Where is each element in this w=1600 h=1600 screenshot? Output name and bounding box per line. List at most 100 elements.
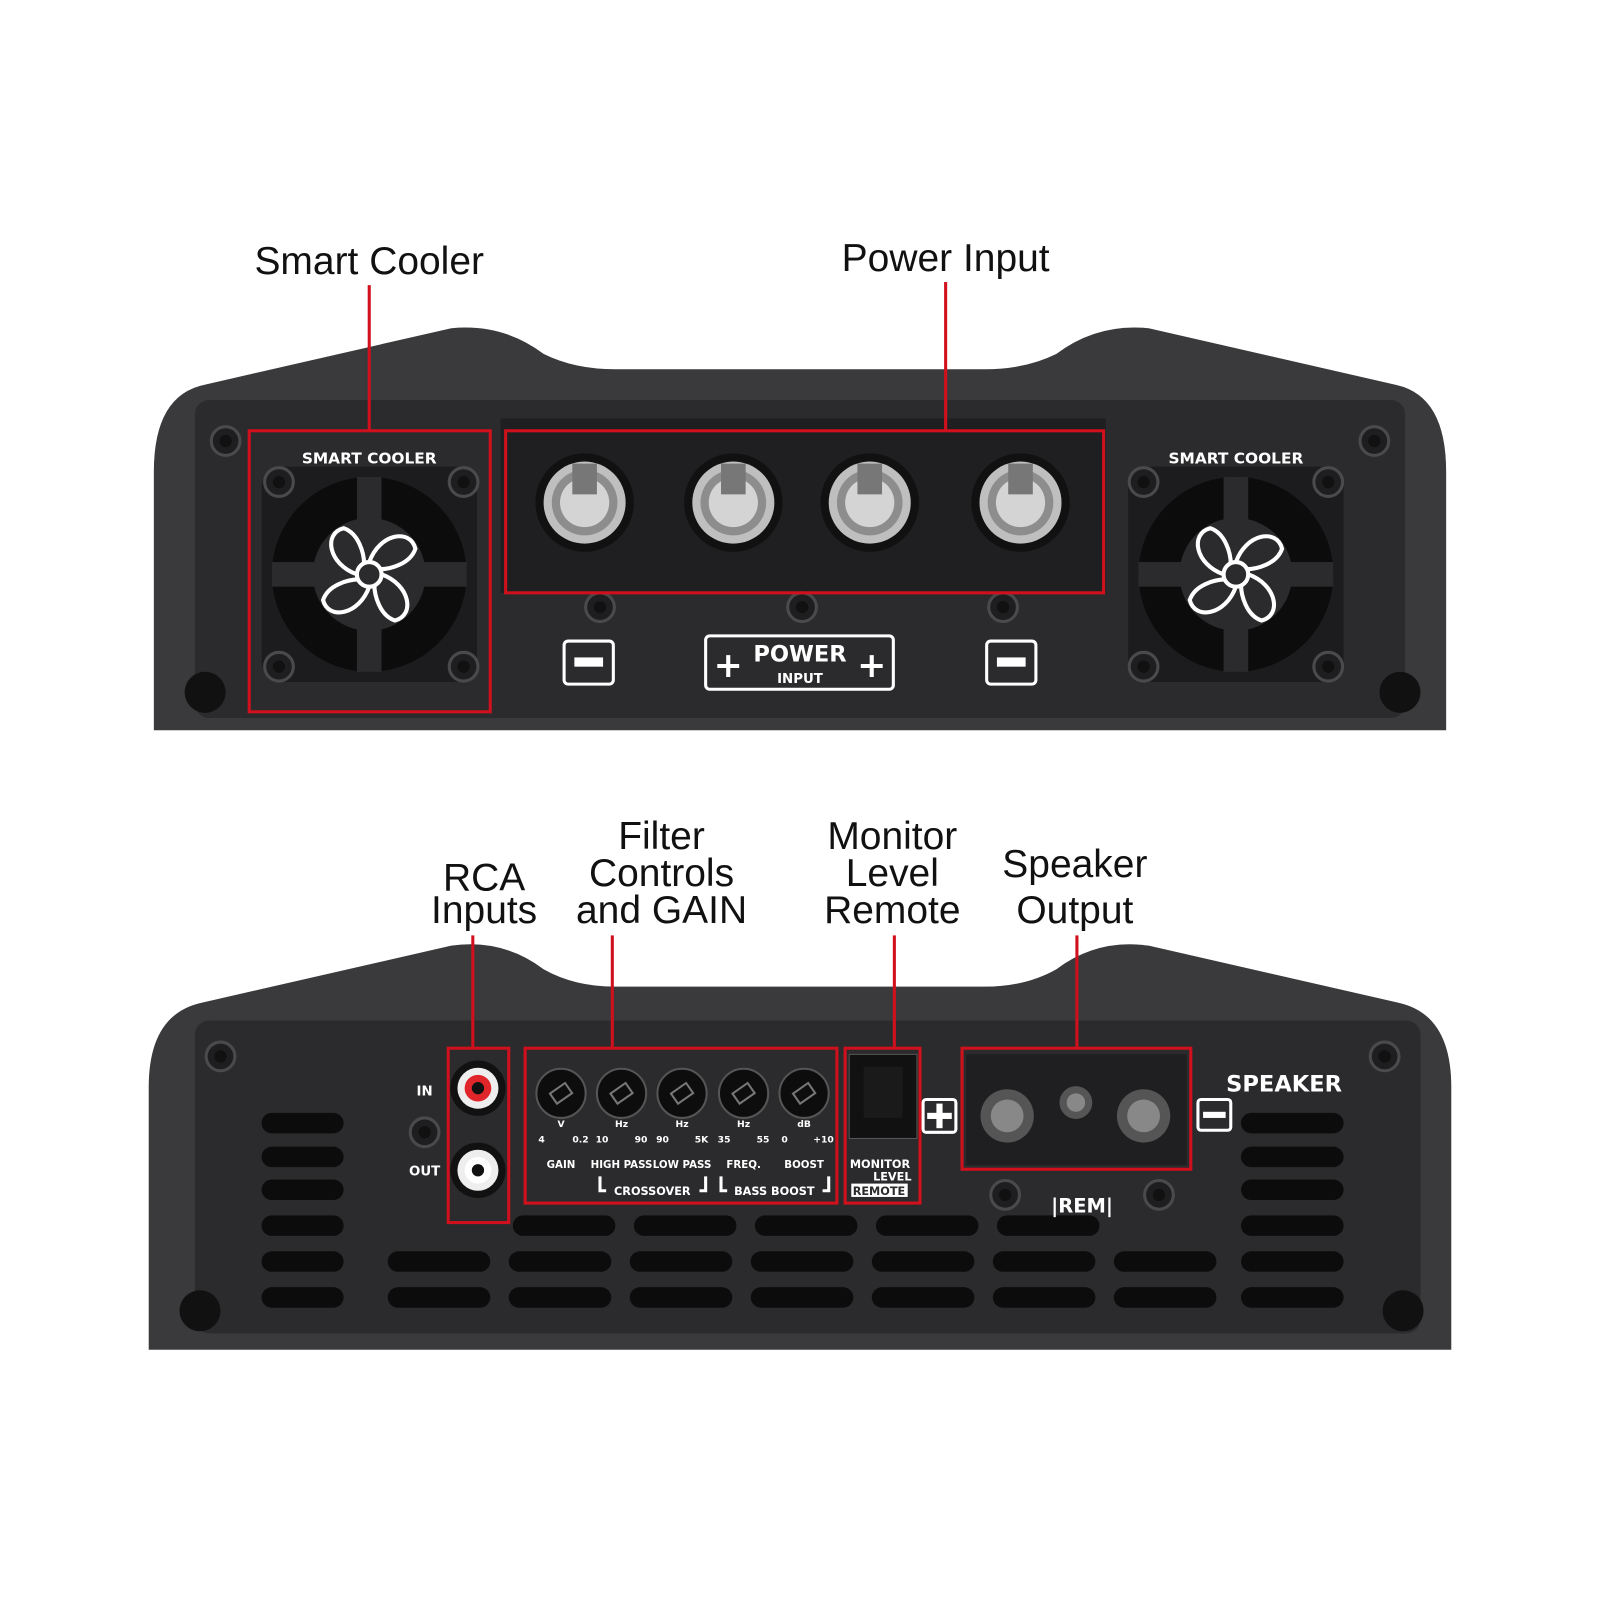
callout-text: Smart Cooler (254, 240, 484, 283)
monitor-level-remote-port[interactable] (848, 1053, 918, 1139)
knob-label: HIGH PASS (591, 1159, 653, 1171)
rem-label: |REM| (1051, 1194, 1113, 1217)
vent-slot (261, 1251, 344, 1272)
vent-slot (1241, 1146, 1344, 1168)
callout-text: Power Input (842, 237, 1050, 280)
knob-min: 35 (718, 1135, 731, 1146)
level-label: LEVEL (873, 1171, 911, 1184)
knob-max: 5K (695, 1135, 709, 1146)
callout-rca-inputs: RCA Inputs (431, 856, 537, 1225)
vent-slot (387, 1251, 491, 1272)
vent-slot (871, 1251, 975, 1272)
speaker-terminal-left[interactable] (980, 1089, 1034, 1143)
knob-freq[interactable] (717, 1067, 770, 1119)
knob-unit: Hz (737, 1119, 750, 1130)
rca-out-jack[interactable] (450, 1142, 506, 1198)
rca-in-jack[interactable] (450, 1060, 506, 1116)
power-terminal-1[interactable] (535, 453, 634, 552)
callout-power-input: Power Input (504, 237, 1106, 595)
knob-gain[interactable] (535, 1067, 587, 1119)
knob-low-pass[interactable] (656, 1067, 708, 1119)
vent-slot (750, 1251, 854, 1272)
crossover-label: CROSSOVER (614, 1185, 691, 1198)
vent-slot (512, 1215, 616, 1236)
vent-slot (633, 1215, 737, 1236)
callout-smart-cooler: Smart Cooler (247, 240, 492, 714)
plus-icon: + (857, 646, 886, 686)
vent-slot (754, 1215, 858, 1236)
vent-slot (996, 1215, 1100, 1236)
fan-right-icon (1128, 467, 1343, 682)
knob-label: GAIN (547, 1159, 576, 1171)
power-input-badge: + + POWER INPUT (704, 634, 895, 691)
power-terminal-4[interactable] (971, 453, 1070, 552)
callout-speaker-output: Speaker Output (960, 843, 1193, 1171)
power-label: POWER (753, 642, 846, 668)
knob-max: 55 (757, 1135, 770, 1146)
knob-high-pass[interactable] (595, 1067, 648, 1119)
knob-unit: Hz (676, 1119, 689, 1130)
knob-min: 0 (781, 1135, 787, 1146)
speaker-label: SPEAKER (1226, 1071, 1342, 1097)
monitor-label: MONITOR (850, 1158, 911, 1171)
callout-text: Monitor (827, 815, 957, 858)
knob-unit: Hz (615, 1119, 628, 1130)
speaker-terminal-right[interactable] (1116, 1089, 1171, 1143)
fan-left-icon (262, 467, 477, 682)
vent-slot (508, 1287, 612, 1308)
knob-max: 0.2 (572, 1135, 588, 1146)
callout-text: Level (846, 852, 939, 895)
vent-slot (750, 1287, 854, 1308)
power-sub-label: INPUT (777, 672, 824, 687)
callout-text: Output (1016, 889, 1133, 932)
vent-slot (1241, 1251, 1344, 1272)
callout-text: Filter (618, 815, 705, 858)
callout-text: Remote (824, 889, 960, 932)
power-terminal-3[interactable] (820, 453, 919, 552)
vent-slot (261, 1179, 344, 1200)
power-terminal-2[interactable] (684, 453, 783, 552)
vent-slot (1241, 1287, 1344, 1308)
knob-max: 90 (635, 1135, 648, 1146)
vent-slot (1113, 1287, 1217, 1308)
amplifier-top-view: SMART COOLER SMART COOLER + + POWER INPU… (153, 327, 1447, 731)
vent-slot (1113, 1251, 1217, 1272)
fan-label-right: SMART COOLER (1168, 450, 1303, 468)
vent-slot (871, 1287, 975, 1308)
callout-text: Inputs (431, 889, 537, 932)
vent-slot (992, 1287, 1096, 1308)
callout-text: and GAIN (576, 889, 747, 932)
callout-text: RCA (443, 856, 525, 899)
rca-in-label: IN (417, 1084, 433, 1099)
callout-text: Controls (589, 852, 734, 895)
vent-slots (261, 1112, 1344, 1308)
minus-icon (562, 639, 615, 686)
vent-slot (261, 1215, 344, 1236)
vent-slot (629, 1251, 733, 1272)
knob-unit: dB (797, 1119, 811, 1130)
vent-slot (261, 1112, 344, 1134)
callout-text: Speaker (1002, 843, 1147, 886)
vent-slot (508, 1251, 612, 1272)
vent-slot (875, 1215, 979, 1236)
rca-out-label: OUT (409, 1164, 441, 1179)
plus-icon: + (714, 646, 743, 686)
knob-label: FREQ. (726, 1159, 761, 1171)
knob-min: 4 (538, 1135, 544, 1146)
vent-slot (387, 1287, 491, 1308)
vent-slot (629, 1287, 733, 1308)
speaker-terminal-center[interactable] (1059, 1086, 1093, 1119)
vent-slot (1241, 1112, 1344, 1134)
vent-slot (261, 1287, 344, 1308)
remote-label: REMOTE (853, 1185, 906, 1198)
knob-boost[interactable] (778, 1067, 830, 1119)
knob-min: 90 (656, 1135, 669, 1146)
callout-filter-controls: Filter Controls and GAIN (523, 815, 839, 1205)
minus-icon (1196, 1097, 1233, 1132)
vent-slot (1241, 1215, 1344, 1236)
bass-boost-label: BASS BOOST (734, 1185, 815, 1198)
knob-min: 10 (596, 1135, 609, 1146)
